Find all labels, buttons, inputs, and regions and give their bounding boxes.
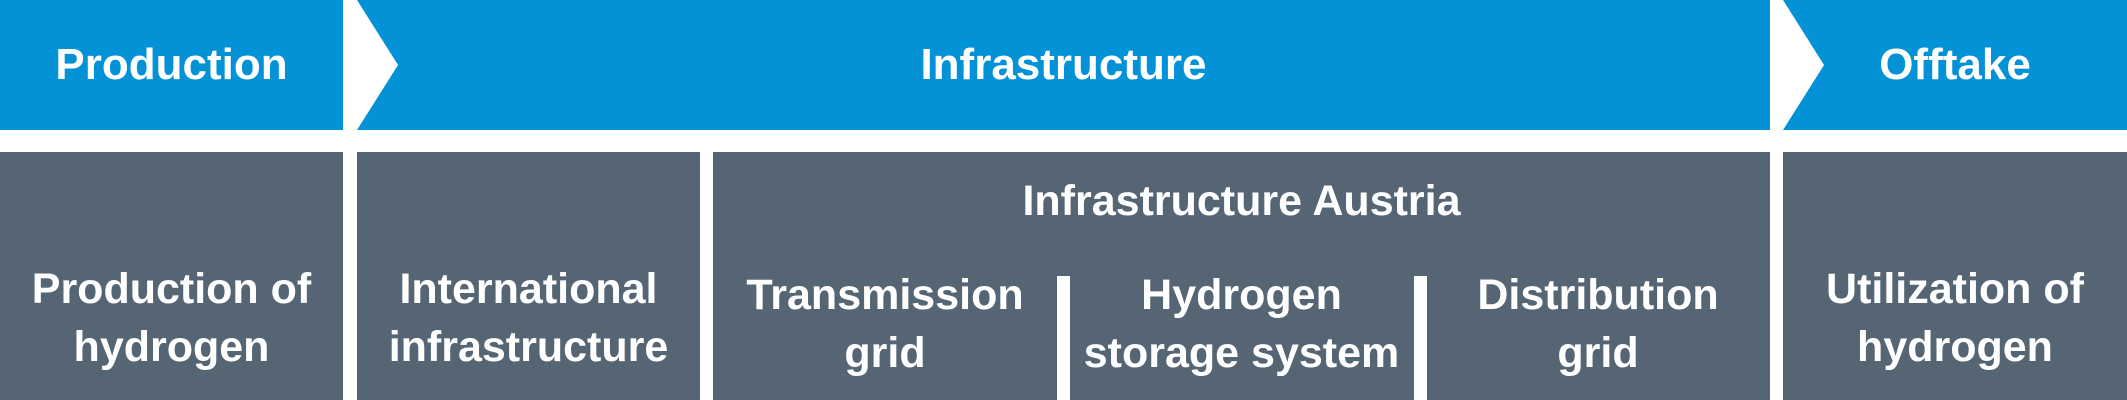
- divider: [1414, 276, 1427, 400]
- stage-label: Production: [55, 40, 288, 89]
- segment-international-infrastructure: International infrastructure: [357, 152, 700, 400]
- segment-hydrogen-storage-system: Hydrogen storage system: [1070, 266, 1413, 382]
- segment-transmission-grid: Transmission grid: [713, 266, 1057, 382]
- segment-label-line: grid: [1557, 329, 1639, 377]
- stage-production: Production: [0, 0, 343, 130]
- segment-utilization-of-hydrogen: Utilization of hydrogen: [1783, 152, 2127, 400]
- stage-label: Offtake: [1879, 40, 2031, 89]
- segment-label-line: hydrogen: [1857, 323, 2053, 371]
- segment-label-line: Production of: [31, 265, 312, 313]
- divider: [1057, 276, 1070, 400]
- segment-label-line: Distribution: [1477, 271, 1719, 319]
- segment-distribution-grid: Distribution grid: [1426, 266, 1770, 382]
- segment-label-line: Hydrogen: [1141, 271, 1342, 319]
- segment-label-line: storage system: [1083, 329, 1400, 377]
- segment-production-of-hydrogen: Production of hydrogen: [0, 152, 343, 400]
- austria-title: Infrastructure Austria: [1022, 177, 1461, 225]
- stage-infrastructure: Infrastructure: [357, 0, 1770, 130]
- segment-label-line: grid: [844, 329, 926, 377]
- segment-label-line: infrastructure: [388, 323, 669, 371]
- segment-label-line: Transmission: [746, 271, 1024, 319]
- segment-label-line: hydrogen: [73, 323, 270, 371]
- segment-label-line: International: [399, 265, 658, 313]
- segment-label-line: Utilization of: [1826, 265, 2084, 313]
- stage-label: Infrastructure: [920, 40, 1207, 89]
- stage-offtake: Offtake: [1783, 0, 2127, 130]
